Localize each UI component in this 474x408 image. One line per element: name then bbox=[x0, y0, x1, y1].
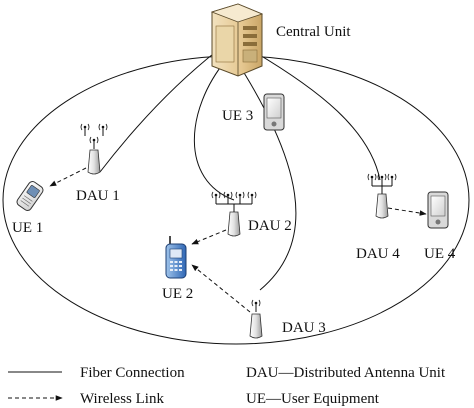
mobile-phone-icon bbox=[427, 191, 449, 229]
dau-1-label: DAU 1 bbox=[76, 188, 120, 204]
wireless-links bbox=[49, 167, 427, 313]
ue-2-label: UE 2 bbox=[162, 286, 193, 302]
fiber-link-dau3 bbox=[235, 59, 297, 291]
legend-wireless-label: Wireless Link bbox=[80, 391, 164, 407]
ue-1-label: UE 1 bbox=[12, 220, 43, 236]
legend-fiber-label: Fiber Connection bbox=[80, 365, 185, 381]
dau-4-label: DAU 4 bbox=[356, 246, 400, 262]
central-unit-label: Central Unit bbox=[276, 24, 351, 40]
antenna-unit-icon bbox=[249, 299, 263, 339]
mobile-phone-icon bbox=[165, 236, 187, 279]
wireless-link-ue2-dau3 bbox=[191, 264, 251, 313]
wireless-link-ue4 bbox=[387, 207, 427, 216]
server-icon bbox=[210, 3, 264, 77]
legend-ue-definition: UE—User Equipment bbox=[246, 391, 380, 407]
mobile-phone-icon bbox=[16, 181, 44, 211]
dau-2-label: DAU 2 bbox=[248, 218, 292, 234]
legend: Fiber Connection Wireless Link DAU—Distr… bbox=[8, 365, 446, 407]
fiber-link-dau4 bbox=[247, 47, 381, 181]
antenna-unit-icon bbox=[80, 123, 108, 175]
antenna-unit-icon bbox=[211, 191, 257, 237]
fiber-connections bbox=[99, 47, 381, 291]
wireless-link-ue1 bbox=[49, 167, 87, 187]
fiber-link-dau2 bbox=[193, 59, 235, 201]
ue-3-label: UE 3 bbox=[222, 108, 253, 124]
antenna-unit-icon bbox=[367, 173, 397, 219]
dau-3-label: DAU 3 bbox=[282, 320, 326, 336]
ue-4-label: UE 4 bbox=[424, 246, 456, 262]
mobile-phone-icon bbox=[263, 93, 285, 131]
fiber-link-dau1 bbox=[99, 49, 219, 173]
legend-dau-definition: DAU—Distributed Antenna Unit bbox=[246, 365, 446, 381]
wireless-link-ue2-dau2 bbox=[191, 229, 227, 245]
